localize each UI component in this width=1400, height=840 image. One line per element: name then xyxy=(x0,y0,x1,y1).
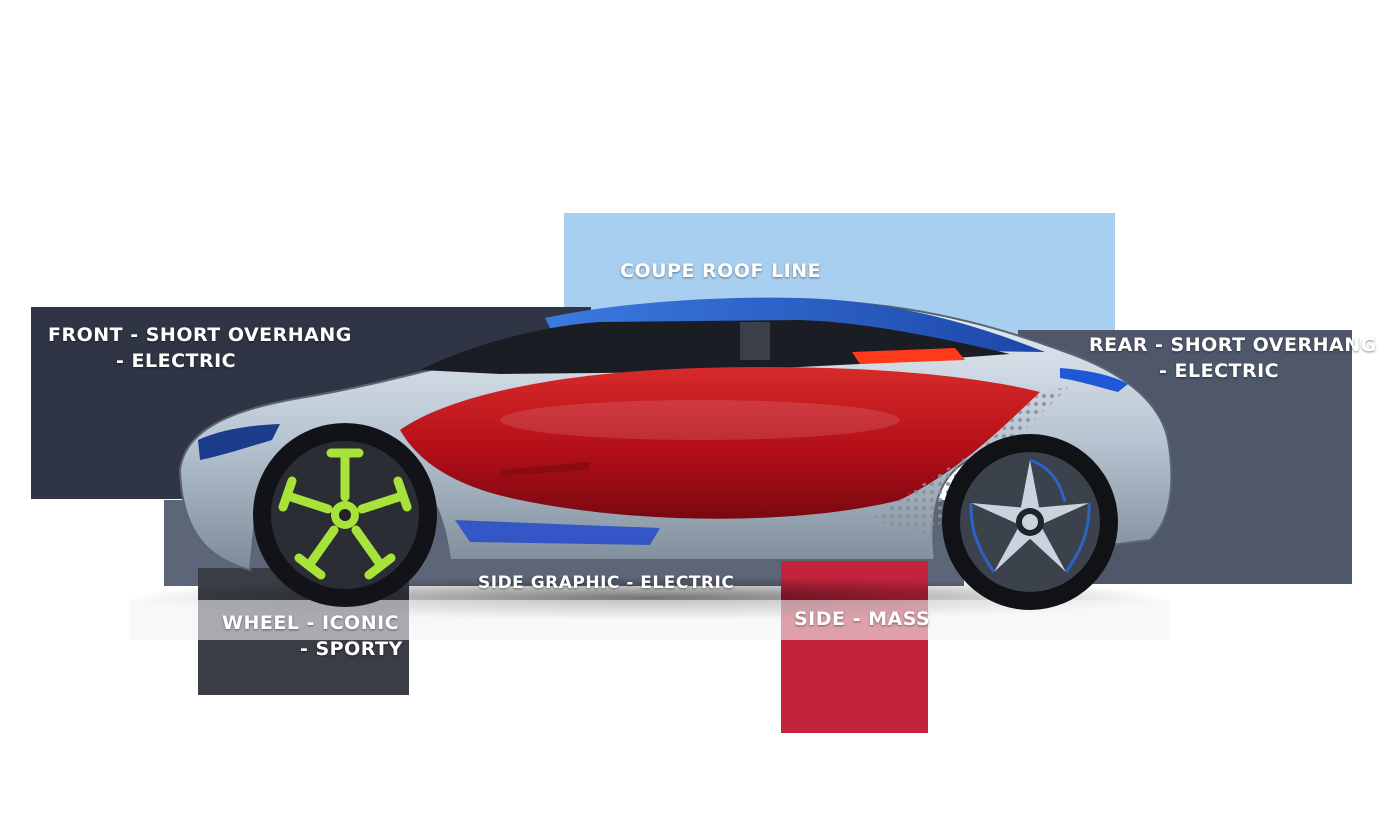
side-mass-highlight xyxy=(500,400,900,440)
rear-wheel xyxy=(942,434,1118,610)
wheel-label-line1: WHEEL - ICONIC xyxy=(222,612,400,634)
coupe-roof-label: COUPE ROOF LINE xyxy=(620,260,822,282)
rear-label-line1: REAR - SHORT OVERHANG xyxy=(1089,334,1377,356)
taillight xyxy=(1060,368,1128,392)
rear-label: REAR - SHORT OVERHANG - ELECTRIC xyxy=(1089,332,1377,384)
rear-accent xyxy=(852,348,965,364)
front-label-line1: FRONT - SHORT OVERHANG xyxy=(48,324,352,346)
door-handle xyxy=(500,462,590,476)
red-side-mass xyxy=(400,367,1040,519)
rear-label-line2: - ELECTRIC xyxy=(1159,360,1280,382)
wheel-label: WHEEL - ICONIC - SPORTY xyxy=(222,610,403,662)
side-mass-label: SIDE - MASS xyxy=(794,608,931,630)
wheel-label-line2: - SPORTY xyxy=(300,638,403,660)
front-label: FRONT - SHORT OVERHANG - ELECTRIC xyxy=(48,322,352,374)
front-wheel xyxy=(253,423,437,607)
window-pillar xyxy=(740,322,770,360)
side-graphic xyxy=(455,520,660,545)
headlight xyxy=(198,424,280,460)
floor-reflection xyxy=(130,600,1170,640)
front-label-line2: - ELECTRIC xyxy=(116,350,237,372)
side-graphic-label: SIDE GRAPHIC - ELECTRIC xyxy=(478,573,735,593)
